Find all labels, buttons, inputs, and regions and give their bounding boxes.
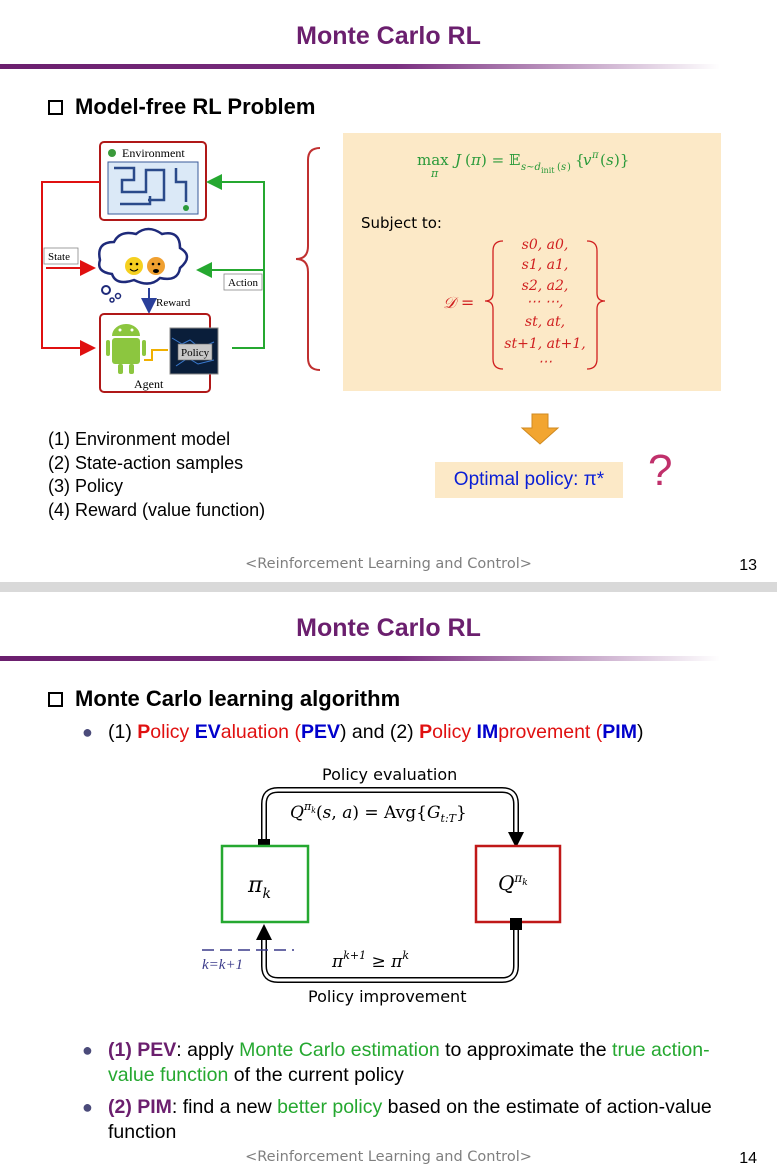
optimal-policy-box: Optimal policy: π* bbox=[435, 462, 623, 498]
checkbox-square-icon bbox=[48, 691, 63, 707]
pev-description: ● (1) PEV: apply Monte Carlo estimation … bbox=[82, 1039, 710, 1086]
title-rule bbox=[0, 656, 720, 661]
slide-footer: <Reinforcement Learning and Control> bbox=[245, 1149, 532, 1165]
policy-label: Policy bbox=[181, 347, 210, 359]
pev-pim-diagram: Policy evaluation Qπk(s, a) = Avg{Gt:T} … bbox=[202, 765, 562, 1006]
title-rule bbox=[0, 64, 720, 69]
requirements-list: (1) Environment model (2) State-action s… bbox=[48, 428, 265, 522]
page-number: 14 bbox=[739, 1150, 757, 1167]
bullet-dot-icon: ● bbox=[82, 722, 93, 742]
slide-separator bbox=[0, 582, 777, 592]
list-item: (4) Reward (value function) bbox=[48, 499, 266, 520]
svg-text:J: J bbox=[452, 151, 462, 169]
slide-13: Monte Carlo RL Model-free RL Problem Env… bbox=[0, 0, 777, 582]
svg-text:{: { bbox=[575, 151, 585, 169]
svg-text:s: s bbox=[606, 151, 614, 169]
sample-0: s0, a0, bbox=[522, 237, 569, 253]
svg-text:(: ( bbox=[600, 151, 606, 169]
svg-text:(: ( bbox=[465, 151, 471, 169]
action-label: Action bbox=[228, 277, 258, 289]
subject-to-label: Subject to: bbox=[361, 214, 442, 232]
agent-label: Agent bbox=[134, 377, 164, 391]
section-heading: Monte Carlo learning algorithm bbox=[48, 686, 400, 712]
slide-footer: <Reinforcement Learning and Control> bbox=[245, 556, 532, 572]
heading-text: Model-free RL Problem bbox=[75, 94, 316, 119]
svg-text:init: init bbox=[541, 166, 555, 175]
state-label: State bbox=[48, 251, 70, 263]
list-item: (3) Policy bbox=[48, 476, 124, 496]
smile-emoji-icon bbox=[125, 257, 143, 275]
reward-label: Reward bbox=[156, 297, 191, 309]
policy-improvement-label: Policy improvement bbox=[308, 987, 466, 1006]
question-mark: ? bbox=[648, 446, 673, 495]
sample-6: ⋯ bbox=[538, 354, 552, 370]
eval-formula: Qπk(s, a) = Avg{Gt:T} bbox=[290, 800, 467, 825]
list-item: (2) State-action samples bbox=[48, 452, 244, 473]
policy-evaluation-label: Policy evaluation bbox=[322, 765, 457, 784]
checkbox-square-icon bbox=[48, 99, 63, 115]
section-heading: Model-free RL Problem bbox=[48, 94, 315, 120]
svg-text:s: s bbox=[561, 162, 566, 173]
bullet-dot-icon: ● bbox=[82, 1097, 93, 1117]
dataset-symbol: 𝒟 = bbox=[443, 293, 474, 312]
tree-icon bbox=[108, 149, 116, 157]
svg-text:): ) bbox=[567, 162, 571, 173]
sample-3: ⋯ ⋯, bbox=[527, 294, 564, 310]
svg-text:(: ( bbox=[557, 162, 561, 173]
svg-text:π: π bbox=[470, 151, 482, 169]
sample-1: s1, a1, bbox=[522, 257, 569, 273]
sample-4: st, at, bbox=[525, 314, 565, 330]
heading-text: Monte Carlo learning algorithm bbox=[75, 686, 401, 711]
svg-text:) = 𝔼: ) = 𝔼 bbox=[481, 151, 520, 169]
environment-label: Environment bbox=[122, 146, 185, 160]
rl-loop-diagram: Environment State Reward Action bbox=[41, 141, 265, 393]
crying-emoji-icon bbox=[147, 257, 165, 275]
k-update-label: k=k+1 bbox=[202, 957, 243, 973]
svg-text:max: max bbox=[417, 151, 449, 169]
sample-2: s2, a2, bbox=[522, 278, 569, 294]
sample-5: st+1, at+1, bbox=[504, 336, 585, 352]
large-brace bbox=[295, 147, 321, 371]
svg-text:v: v bbox=[583, 151, 592, 169]
page-number: 13 bbox=[739, 557, 757, 574]
svg-text:)}: )} bbox=[614, 151, 629, 169]
svg-text:π: π bbox=[430, 167, 439, 180]
policy-box bbox=[220, 844, 310, 924]
pim-description: ● (2) PIM: find a new better policy base… bbox=[82, 1096, 712, 1143]
slide-title: Monte Carlo RL bbox=[296, 22, 481, 50]
svg-text:π: π bbox=[591, 150, 599, 161]
slide-title: Monte Carlo RL bbox=[296, 614, 481, 642]
down-arrow-icon bbox=[520, 413, 560, 445]
slide-14: Monte Carlo RL Monte Carlo learning algo… bbox=[0, 592, 777, 1174]
bullet-dot-icon: ● bbox=[82, 1040, 93, 1060]
improve-formula: πk+1 ≥ πk bbox=[331, 949, 409, 972]
svg-text:s~d: s~d bbox=[521, 162, 541, 173]
sample-list: s0, a0, s1, a1, s2, a2, ⋯ ⋯, st, at, st+… bbox=[504, 237, 585, 370]
android-robot-icon bbox=[106, 324, 146, 374]
list-item: (1) Environment model bbox=[48, 429, 231, 449]
pev-pim-bullet: ● (1) Policy EValuation (PEV) and (2) Po… bbox=[82, 721, 644, 743]
thought-cloud bbox=[98, 227, 189, 285]
